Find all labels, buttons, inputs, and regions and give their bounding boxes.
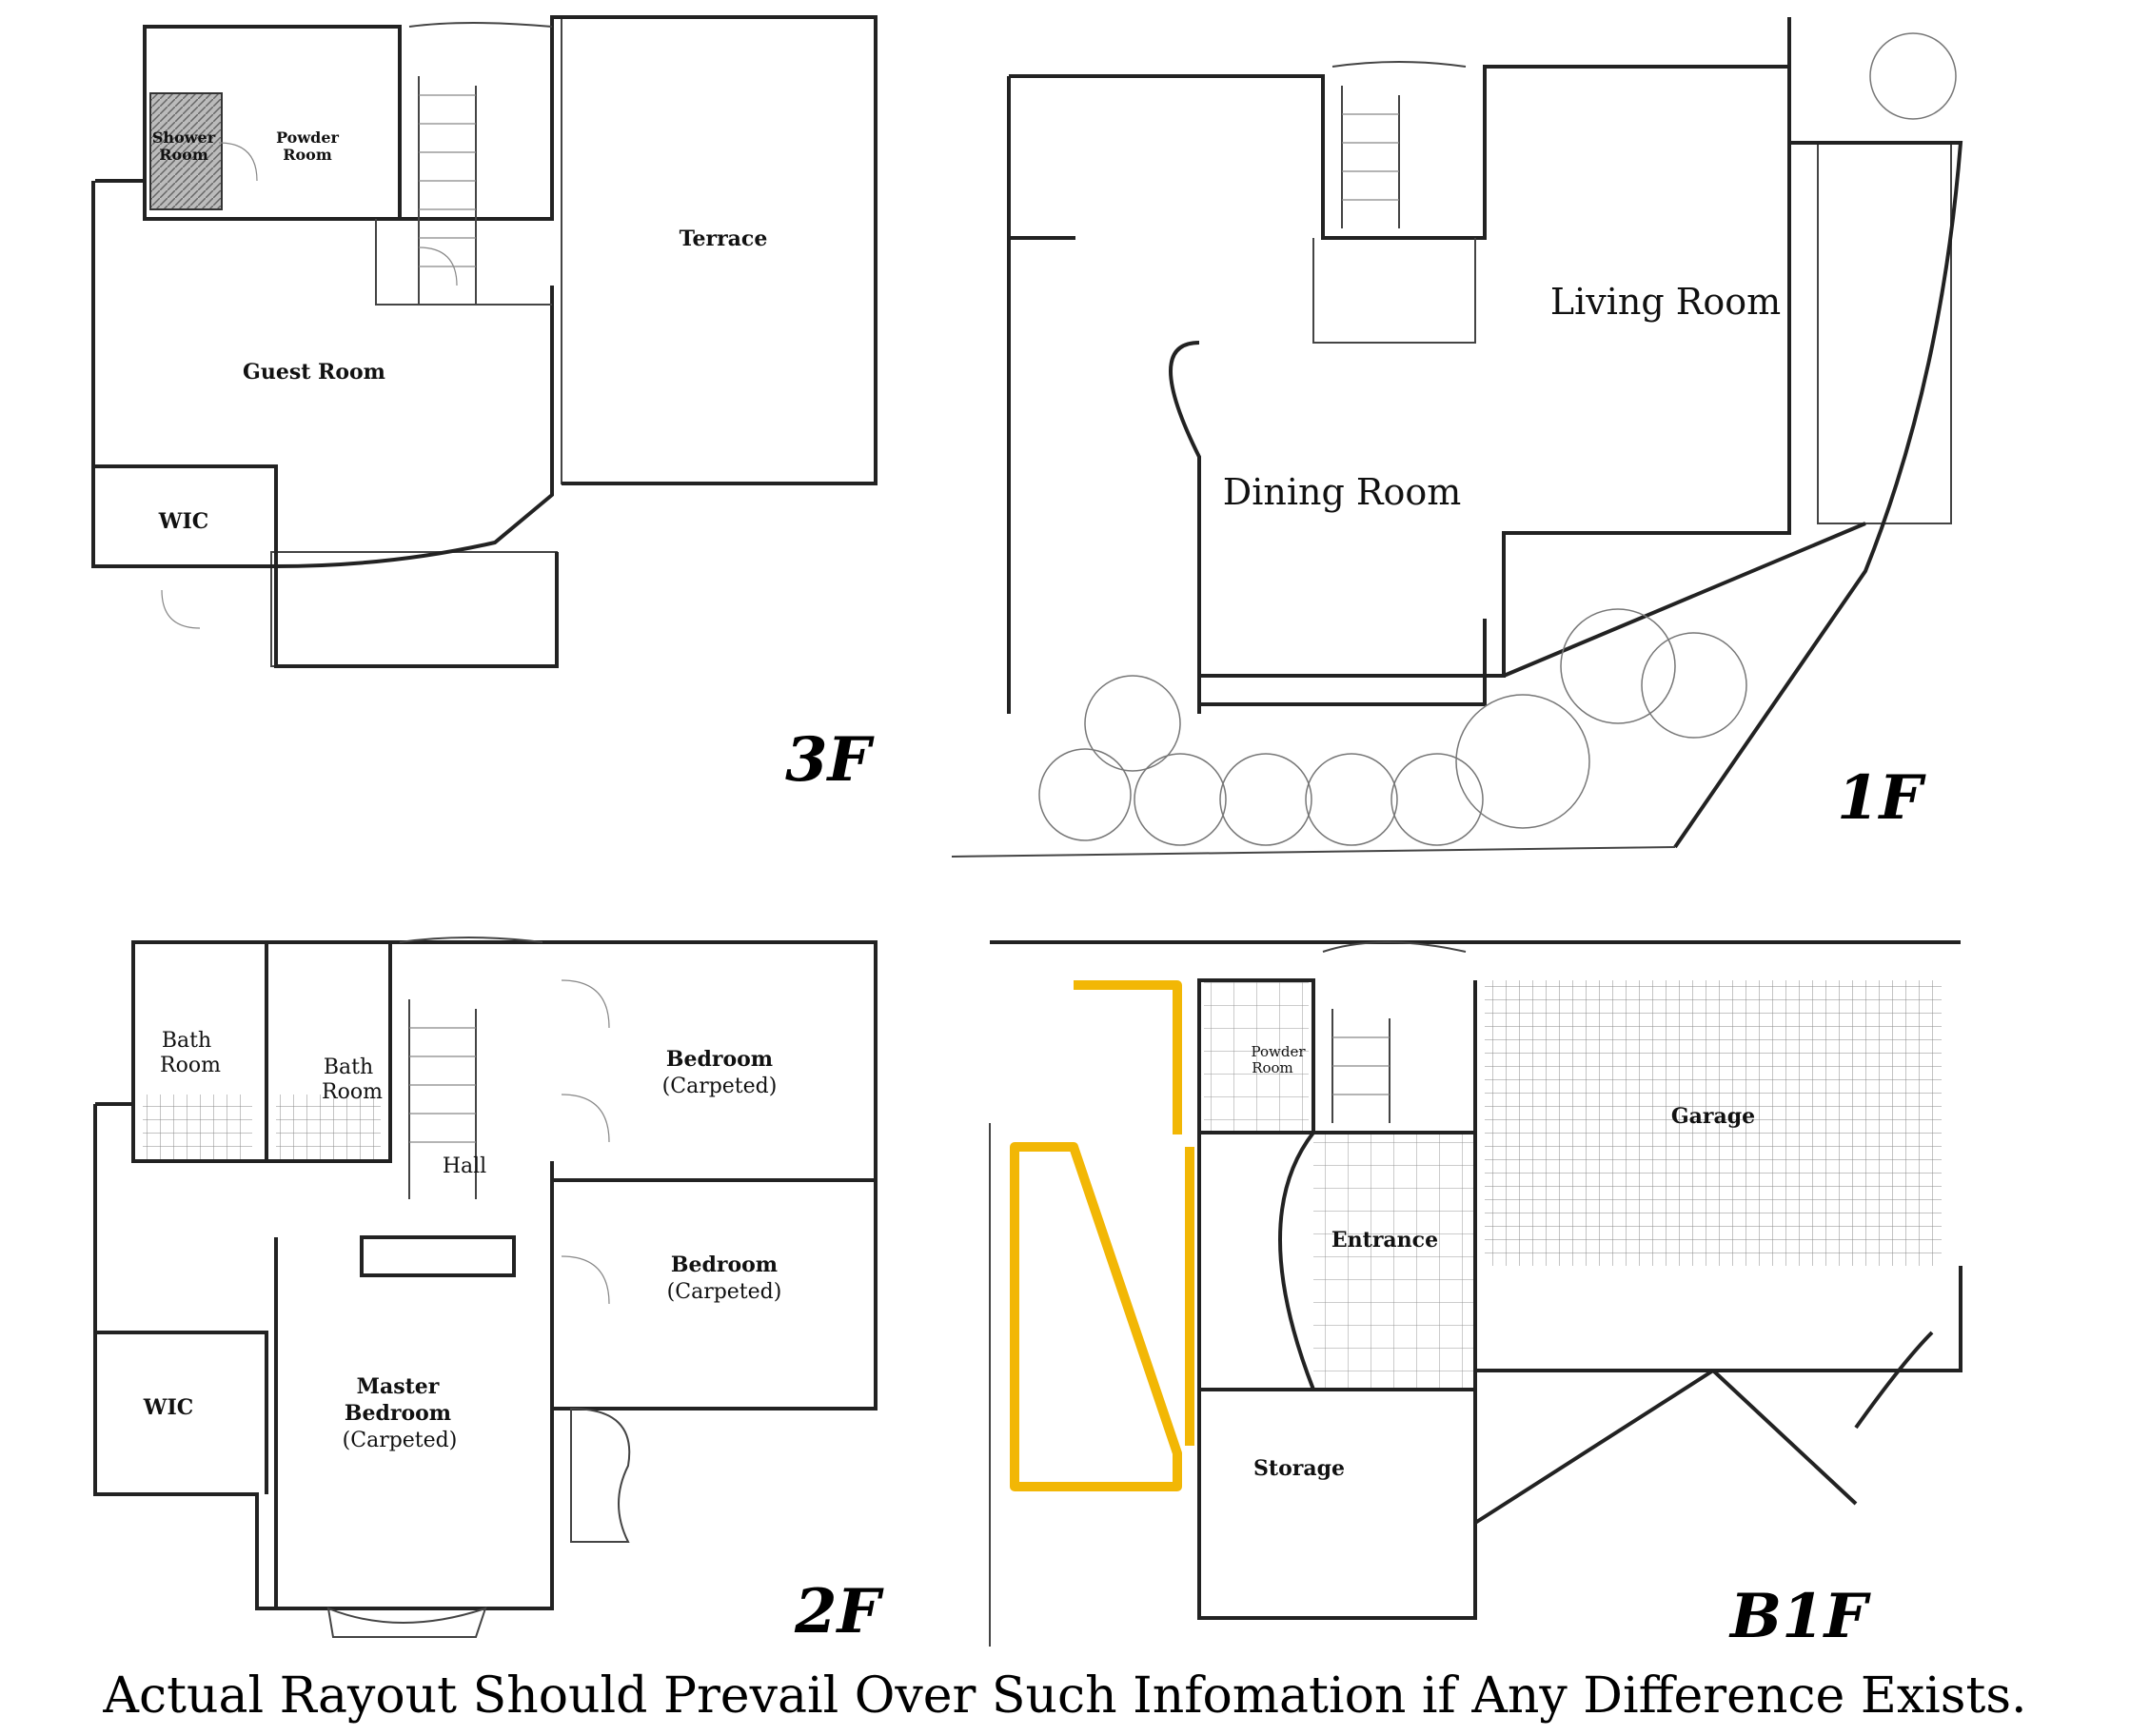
guest-room-walls: [91, 15, 878, 568]
bedroom-label-1: Bedroom(Carpeted): [662, 1047, 778, 1098]
bay-master: [326, 1607, 487, 1638]
floor-label-1f: 1F: [1837, 762, 1927, 834]
disclaimer-text: Actual Rayout Should Prevail Over Such I…: [103, 1667, 2027, 1725]
stair-treads-3f: [419, 94, 476, 267]
entrance-label: Entrance: [1331, 1228, 1438, 1253]
guest-room-label: Guest Room: [243, 360, 385, 385]
lower-walls-b1f: [1197, 1131, 1934, 1620]
door-swings-2f: [561, 979, 610, 1305]
wic-walls-3f: [95, 464, 559, 668]
storage-label: Storage: [1253, 1456, 1345, 1481]
tree: [1560, 608, 1676, 724]
wic-master-walls-2f: [95, 1235, 516, 1608]
upper-walls-2f: [131, 940, 878, 1410]
labels-1f: Living Room Dining Room 1F: [1223, 281, 1927, 834]
tree: [1455, 694, 1590, 829]
wic-label-2f: WIC: [143, 1395, 194, 1420]
shower-tile: [149, 92, 223, 210]
door-swings-3f: [161, 142, 458, 629]
plan-3f: [91, 15, 878, 668]
highlighted-storage-area: [1010, 980, 1194, 1491]
floor-label-3f: 3F: [785, 724, 876, 796]
stair-treads-1f: [1342, 113, 1399, 201]
bath2-tile: [276, 1095, 381, 1161]
tree: [1134, 753, 1227, 846]
living-room-label: Living Room: [1550, 281, 1781, 323]
lower-walls-2f: [93, 1102, 876, 1610]
stair-b1f: [1322, 941, 1467, 1123]
dining-room-label: Dining Room: [1223, 471, 1462, 513]
hall-label: Hall: [443, 1154, 486, 1178]
kitchen-counter-1f: [1169, 341, 1201, 704]
plan-b1f: [989, 940, 1962, 1647]
tree: [1390, 753, 1484, 846]
entrance-grid: [1313, 1133, 1475, 1390]
deck-grid-1f: [1817, 142, 1952, 524]
floor-label-b1f: B1F: [1728, 1581, 1872, 1652]
tree: [1219, 753, 1312, 846]
stair-3f: [375, 22, 553, 306]
balcony-grid-3f: [270, 551, 558, 667]
tree: [1641, 632, 1747, 739]
bay-2f: [570, 1407, 631, 1543]
tree: [1869, 32, 1957, 120]
terrace-label: Terrace: [680, 227, 768, 251]
bath1-tile: [143, 1095, 252, 1161]
tree: [1038, 748, 1132, 841]
plan-1f: [951, 17, 1963, 858]
stair-treads-b1f: [1332, 1036, 1390, 1095]
tree: [1305, 753, 1398, 846]
wic-label-3f: WIC: [158, 509, 209, 534]
stair-treads-2f: [409, 1027, 476, 1143]
bedroom-label-2: Bedroom(Carpeted): [667, 1253, 782, 1304]
stair-2f: [399, 937, 543, 1199]
garage-grid: [1485, 980, 1942, 1266]
site-boundary-1f: [1503, 17, 1963, 849]
property-line-1f: [951, 846, 1676, 858]
stair-1f: [1312, 61, 1476, 344]
floor-label-2f: 2F: [794, 1576, 885, 1647]
garage-label: Garage: [1671, 1104, 1755, 1129]
tree: [1084, 675, 1181, 772]
powder-grid-b1f: [1204, 980, 1309, 1133]
plan-2f: [93, 937, 878, 1638]
